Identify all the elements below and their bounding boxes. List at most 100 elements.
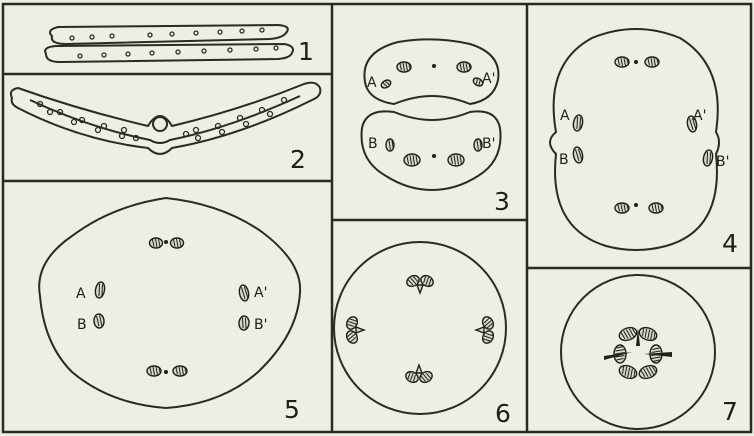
figure-3: A A' B B' 3 [362,39,510,216]
pore [218,30,222,34]
vascular-bundle [173,366,187,376]
vascular-bundle [93,314,104,329]
pore [202,49,206,53]
vascular-bundle [572,114,584,131]
vascular-bundle [448,154,464,166]
pore [260,28,264,32]
pore [194,31,198,35]
vascular-bundle [386,139,394,151]
fig2-central-pore [153,117,167,131]
vascular-bundle [702,149,714,166]
pore [126,52,130,56]
figure-number-5: 5 [284,395,300,424]
pore [70,36,74,40]
pore [244,122,249,127]
pore [268,112,273,117]
vascular-bundle [404,154,420,166]
figure-6: 6 [334,242,511,428]
vascular-bundle [615,203,629,213]
vascular-bundle [645,57,659,67]
fig5-label-B: B [77,317,87,333]
fig3-label-A-prime: A' [482,71,495,87]
fig3-vascular-bundles [380,62,484,166]
figure-7: 7 [561,275,738,429]
fig7-section-outline [561,275,715,429]
pore [240,29,244,33]
pore [102,53,106,57]
vascular-bundle [617,325,638,342]
fig3-section-upper [364,39,498,104]
fig5-vascular-bundles [93,238,249,376]
vascular-bundle [474,139,482,151]
pore [170,32,174,36]
vascular-bundle [147,366,161,376]
pore [96,128,101,133]
pore [150,51,154,55]
figure-number-4: 4 [722,229,738,258]
figure-4: A A' B B' 4 [550,29,738,258]
figure-number-3: 3 [494,187,510,216]
figure-number-7: 7 [722,397,738,426]
fig4-label-A: A [560,108,570,124]
pore [254,47,258,51]
fig3-label-A: A [367,75,377,91]
figure-1: 1 [45,25,314,66]
pore [196,136,201,141]
vascular-bundle [637,363,658,380]
fig7-vascular-bundles [604,325,672,380]
vascular-bundle [380,78,392,89]
pore [282,98,287,103]
bundle-triad [344,315,364,345]
pore [274,46,278,50]
bundle-triad [476,315,496,345]
bundle-triad [404,365,434,385]
pore [220,130,225,135]
vascular-bundle [572,146,584,163]
fig4-center-dot-bottom [634,203,638,207]
pore [78,54,82,58]
vascular-bundle [457,62,471,72]
vascular-bundle [617,363,638,380]
fig5-label-A: A [76,286,86,302]
vascular-bundle [637,325,658,342]
fig5-label-B-prime: B' [254,317,267,333]
vascular-bundle [397,62,411,72]
fig6-vascular-bundles [344,273,495,384]
fig3-center-dot-lower [432,154,436,158]
fig3-label-B: B [368,136,378,152]
figure-5: A A' B B' 5 [39,198,300,424]
pore [148,33,152,37]
vascular-bundle [238,284,250,301]
figure-number-6: 6 [495,399,511,428]
vascular-bundle [150,238,163,248]
pore [194,128,199,133]
pore [48,110,53,115]
figure-number-1: 1 [298,37,314,66]
figure-number-2: 2 [290,145,306,174]
fig4-vascular-bundles [572,57,714,213]
pore [110,34,114,38]
bundle-triad [405,273,435,293]
pore [228,48,232,52]
plate-frame [3,4,751,432]
pore [90,35,94,39]
fig4-center-dot-top [634,60,638,64]
fig1-strip-upper [50,25,288,44]
pore [72,120,77,125]
vascular-bundle [238,316,249,331]
fig5-section-outline [39,198,300,408]
fig5-center-dot-bottom [164,370,168,374]
fig5-center-dot-top [164,240,168,244]
fig4-label-A-prime: A' [693,108,706,124]
fig3-center-dot-upper [432,64,436,68]
fig3-label-B-prime: B' [482,136,495,152]
pore [122,128,127,133]
fig4-label-B: B [559,152,569,168]
fig5-label-A-prime: A' [254,285,267,301]
pore [176,50,180,54]
vascular-bundle [649,203,663,213]
vascular-bundle [94,281,106,298]
vascular-bundle [171,238,184,248]
figure-2: 2 [11,83,320,174]
